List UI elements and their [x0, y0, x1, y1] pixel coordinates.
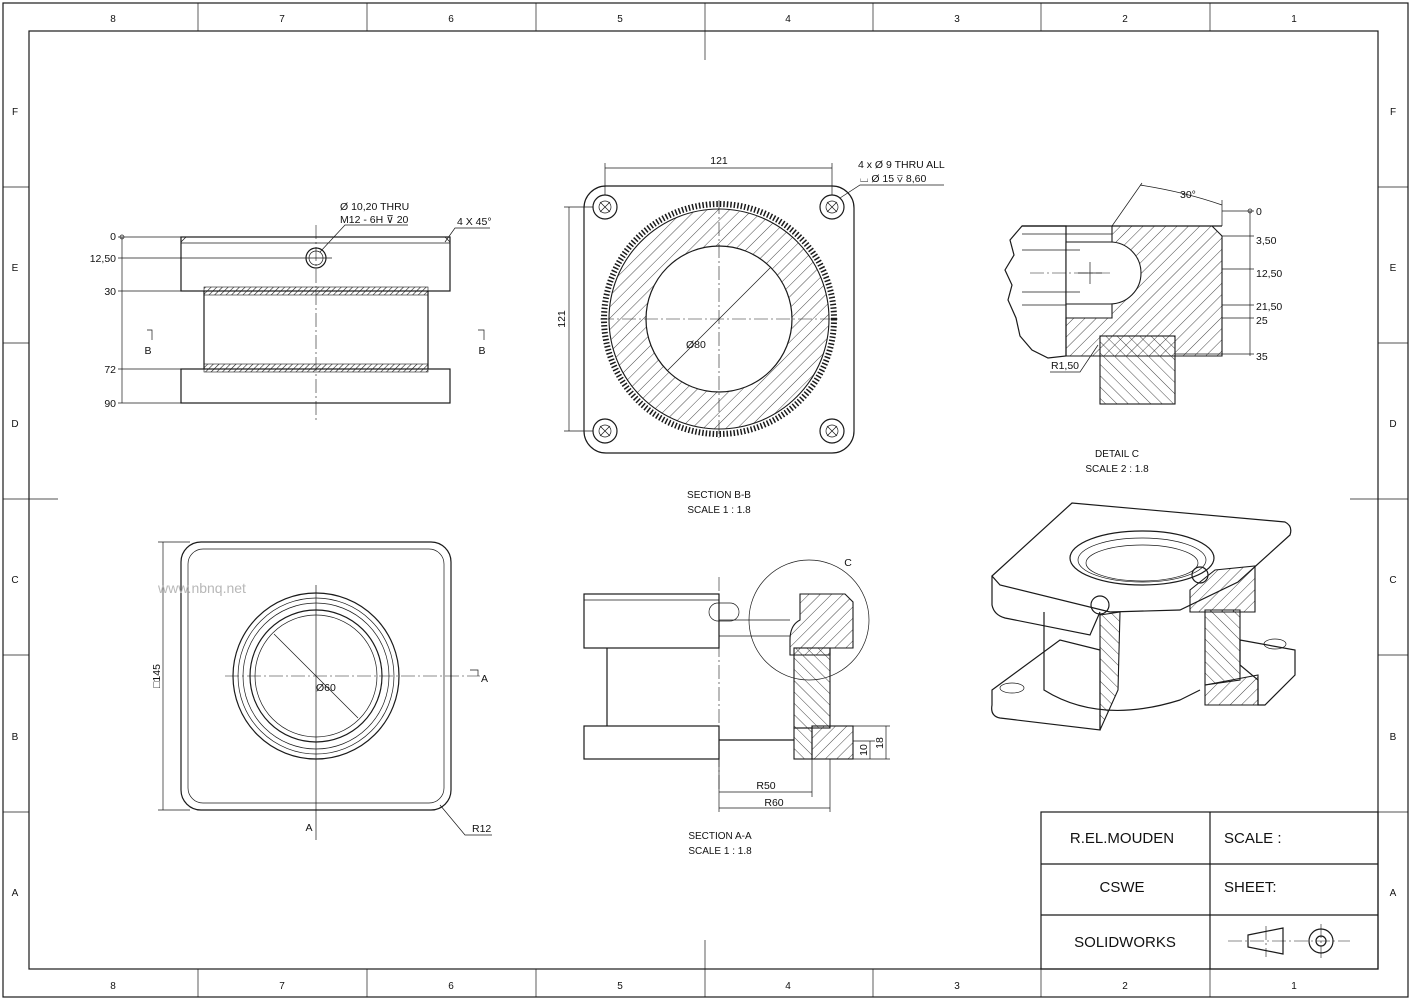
zone-col-top-6: 2 [1122, 14, 1128, 25]
bb-scale: SCALE 1 : 1.8 [687, 505, 751, 516]
zone-col-top-2: 6 [448, 14, 454, 25]
zone-row-left-2: D [11, 419, 18, 430]
detail-c-scale: SCALE 2 : 1.8 [1085, 464, 1149, 475]
section-aa-view [583, 559, 890, 812]
zone-row-right-3: C [1389, 575, 1396, 586]
detail-c-ordinate-3: 21,50 [1256, 301, 1282, 313]
detail-c-ordinate-2: 12,50 [1256, 268, 1282, 280]
aa-scale: SCALE 1 : 1.8 [688, 846, 752, 857]
aa-detail-marker: C [844, 557, 852, 569]
top-radius: R12 [472, 823, 491, 835]
front-hole-callout-1: Ø 10,20 THRU [340, 201, 409, 213]
detail-c-ordinate-5: 35 [1256, 351, 1268, 363]
inner-border [28, 30, 1379, 970]
zone-col-bot-1: 7 [279, 981, 285, 992]
front-view [118, 224, 490, 420]
zone-col-bot-5: 3 [954, 981, 960, 992]
bb-width-dim: 121 [710, 155, 728, 167]
tb-project: CSWE [1100, 879, 1145, 896]
zone-row-right-2: D [1389, 419, 1396, 430]
zone-col-bot-4: 4 [785, 981, 791, 992]
zone-row-right-1: E [1390, 263, 1397, 274]
top-square-dim: □145 [151, 664, 163, 688]
zone-row-right-4: B [1390, 732, 1397, 743]
zone-col-bot-7: 1 [1291, 981, 1297, 992]
section-marker-a-bottom: A [305, 822, 312, 834]
zone-col-bot-6: 2 [1122, 981, 1128, 992]
aa-dim18: 18 [874, 737, 886, 749]
zone-col-top-3: 5 [617, 14, 623, 25]
front-ordinate-0: 0 [110, 231, 116, 243]
zone-row-right-0: F [1390, 107, 1396, 118]
zone-col-top-0: 8 [110, 14, 116, 25]
top-view [158, 541, 492, 840]
tb-author: R.EL.MOUDEN [1070, 830, 1174, 847]
isometric-view [991, 502, 1296, 731]
bb-title: SECTION B-B [687, 490, 751, 501]
front-chamfer-label: 4 X 45° [457, 216, 492, 228]
zone-col-top-4: 4 [785, 14, 791, 25]
front-ordinate-2: 30 [104, 286, 116, 298]
zone-row-left-4: B [12, 732, 19, 743]
aa-r50: R50 [756, 780, 775, 792]
bb-hole-callout-2: ⌴ Ø 15 ⊽ 8,60 [860, 173, 926, 185]
zone-row-left-1: E [12, 263, 19, 274]
zone-col-top-5: 3 [954, 14, 960, 25]
aa-r60: R60 [764, 797, 783, 809]
zone-col-top-1: 7 [279, 14, 285, 25]
section-marker-b-left: B [144, 345, 151, 357]
section-marker-a-right: A [481, 673, 488, 685]
detail-c-ordinate-0: 0 [1256, 206, 1262, 218]
front-hole-callout-2: M12 - 6H ⊽ 20 [340, 214, 409, 226]
zone-ticks [3, 3, 1408, 997]
bb-diameter: Ø80 [686, 339, 706, 351]
bb-height-dim: 121 [556, 310, 568, 328]
front-ordinate-3: 72 [104, 364, 116, 376]
title-block [1040, 811, 1379, 970]
detail-c-title: DETAIL C [1095, 449, 1139, 460]
tb-software: SOLIDWORKS [1074, 934, 1176, 951]
aa-dim10: 10 [858, 744, 870, 756]
zone-col-bot-0: 8 [110, 981, 116, 992]
zone-labels: 8 7 6 5 4 3 2 1 8 7 6 5 4 3 2 1 F E D C … [11, 14, 1396, 992]
zone-row-right-5: A [1390, 888, 1397, 899]
zone-col-bot-3: 5 [617, 981, 623, 992]
top-diameter: Ø60 [316, 682, 336, 694]
zone-row-left-3: C [11, 575, 18, 586]
detail-c-angle: 30° [1180, 189, 1196, 201]
detail-c-ordinate-1: 3,50 [1256, 235, 1277, 247]
detail-c-view [1004, 182, 1254, 405]
zone-row-left-5: A [12, 888, 19, 899]
zone-col-bot-2: 6 [448, 981, 454, 992]
detail-c-ordinate-4: 25 [1256, 315, 1268, 327]
tb-scale-label: SCALE : [1224, 830, 1282, 847]
front-ordinate-1: 12,50 [90, 253, 116, 265]
detail-c-radius: R1,50 [1051, 360, 1079, 372]
front-ordinate-4: 90 [104, 398, 116, 410]
zone-row-left-0: F [12, 107, 18, 118]
zone-col-top-7: 1 [1291, 14, 1297, 25]
tb-sheet-label: SHEET: [1224, 879, 1277, 896]
aa-title: SECTION A-A [688, 831, 752, 842]
section-marker-b-right: B [478, 345, 485, 357]
watermark: www.nbnq.net [157, 580, 246, 596]
section-bb-view [564, 163, 944, 454]
bb-hole-callout-1: 4 x Ø 9 THRU ALL [858, 159, 945, 171]
